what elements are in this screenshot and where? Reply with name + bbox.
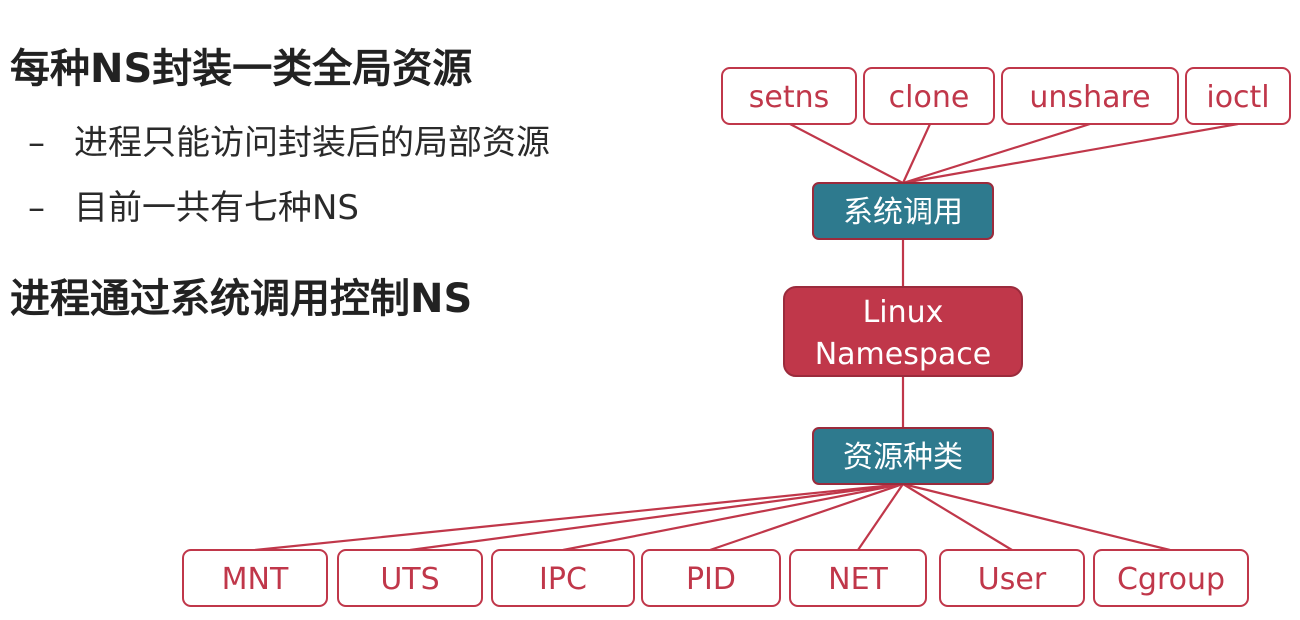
edge-setns [789, 123, 904, 184]
edge-user [902, 483, 1013, 551]
ns-uts: UTS [337, 549, 483, 607]
ns-user: User [939, 549, 1085, 607]
core-label-line2: Namespace [815, 337, 992, 372]
syscall-label: setns [749, 80, 830, 115]
edge-cgroup [902, 482, 1171, 552]
ns-label: Cgroup [1117, 562, 1225, 597]
bullet-seven-ns: –目前一共有七种NS [28, 180, 359, 229]
resource-node-label: 资源种类 [843, 440, 963, 475]
ns-label: IPC [539, 562, 587, 597]
ns-cgroup: Cgroup [1093, 549, 1249, 607]
syscall-label: ioctl [1206, 80, 1269, 115]
ns-label: PID [686, 562, 736, 597]
edge-unshare [902, 122, 1091, 185]
bullet-text: 目前一共有七种NS [74, 188, 360, 228]
linux-namespace-node: Linux Namespace [783, 286, 1023, 377]
bullet-text: 进程只能访问封装后的局部资源 [74, 123, 550, 163]
ns-mnt: MNT [182, 549, 328, 607]
syscall-node: 系统调用 [812, 182, 994, 240]
syscall-label: clone [889, 80, 970, 115]
heading-syscall-control: 进程通过系统调用控制NS [10, 276, 473, 322]
syscall-label: unshare [1029, 80, 1150, 115]
syscall-setns: setns [721, 67, 857, 125]
edge-net [857, 483, 904, 551]
edge-ioctl [902, 122, 1239, 185]
syscall-ioctl: ioctl [1185, 67, 1291, 125]
ns-label: NET [828, 562, 888, 597]
ns-pid: PID [641, 549, 781, 607]
heading-ns-encapsulation: 每种NS封装一类全局资源 [10, 46, 473, 92]
bullet-dash: – [28, 123, 45, 163]
resource-type-node: 资源种类 [812, 427, 994, 485]
bullet-dash: – [28, 188, 45, 228]
ns-label: MNT [222, 562, 289, 597]
syscall-node-label: 系统调用 [843, 195, 963, 230]
ns-label: UTS [380, 562, 439, 597]
bullet-local-resources: –进程只能访问封装后的局部资源 [28, 115, 550, 164]
ns-label: User [978, 562, 1047, 597]
core-label-line1: Linux [863, 295, 944, 330]
syscall-clone: clone [863, 67, 995, 125]
ns-ipc: IPC [491, 549, 635, 607]
ns-net: NET [789, 549, 927, 607]
edge-uts [409, 482, 904, 552]
edge-clone [901, 123, 932, 184]
edge-ipc [562, 482, 904, 552]
syscall-unshare: unshare [1001, 67, 1179, 125]
edges [254, 122, 1239, 552]
edge-mnt [254, 482, 904, 552]
edge-pid [709, 482, 904, 552]
